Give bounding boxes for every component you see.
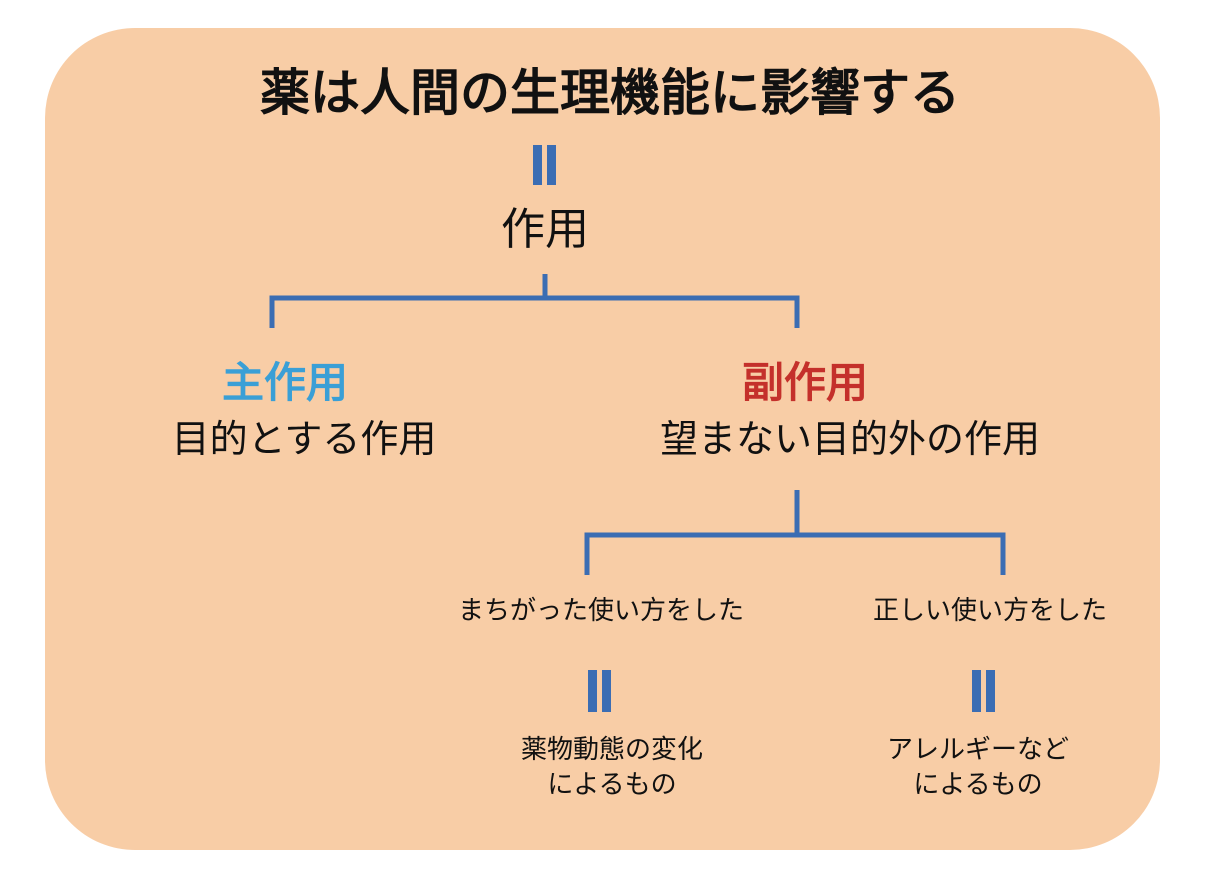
diagram-panel [45, 28, 1160, 850]
main-effect-label: 主作用 [221, 358, 349, 407]
diagram-title: 薬は人間の生理機能に影響する [260, 64, 960, 122]
cause-pharmacokinetics: 薬物動態の変化 [520, 735, 704, 765]
root-node: 作用 [501, 204, 589, 255]
side-effect-label: 副作用 [741, 358, 869, 407]
equals-sign-right [986, 670, 995, 712]
cause-allergy: アレルギーなど [886, 735, 1070, 765]
equals-sign-left [602, 670, 611, 712]
equals-sign-right [972, 670, 981, 712]
cause-allergy-suffix: によるもの [913, 770, 1043, 800]
bracket-side-effect [584, 490, 1006, 575]
side-effect-desc: 望まない目的外の作用 [659, 417, 1041, 461]
equals-sign-top [547, 145, 556, 185]
bracket-top [269, 274, 800, 328]
equals-sign-top [533, 145, 542, 185]
equals-sign-left [588, 670, 597, 712]
branch-condition-proper-use: 正しい使い方をした [872, 596, 1108, 626]
branch-condition-misuse: まちがった使い方をした [457, 596, 745, 626]
cause-pharmacokinetics-suffix: によるもの [547, 770, 677, 800]
main-effect-desc: 目的とする作用 [171, 417, 437, 461]
